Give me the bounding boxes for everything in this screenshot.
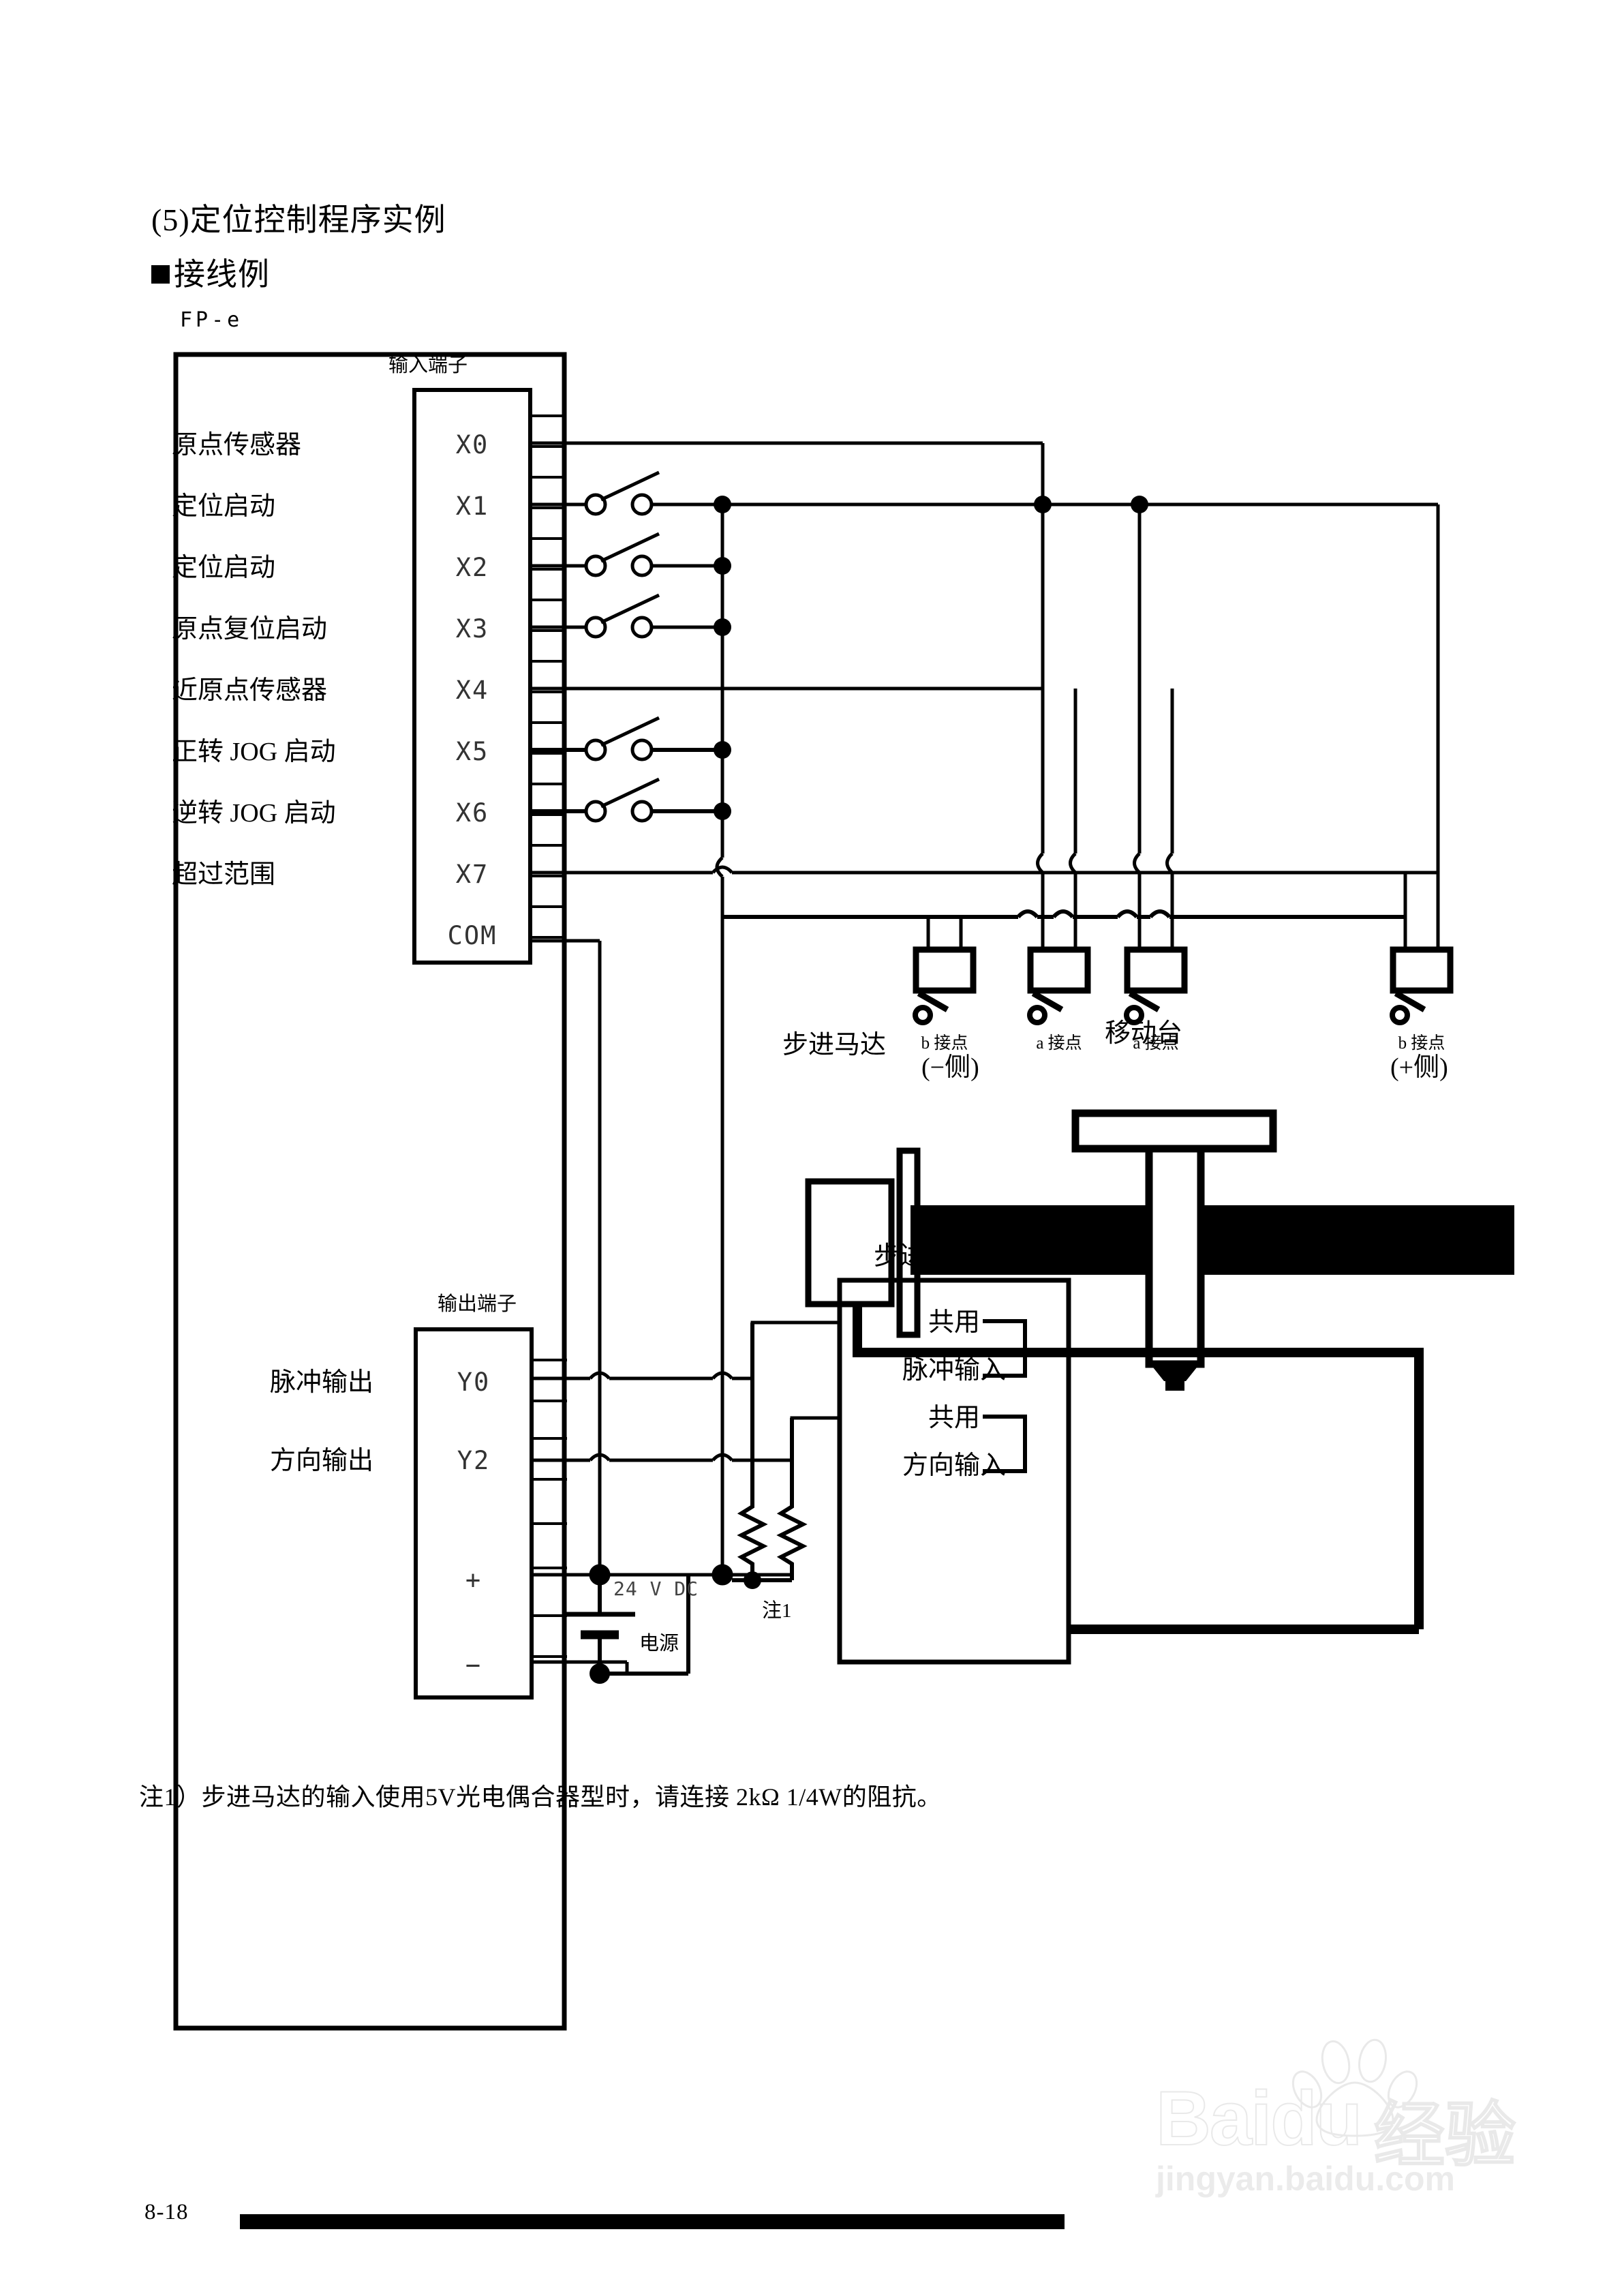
output-function-label-0: 脉冲输出: [270, 1368, 373, 1397]
input-function-label-1: 定位启动: [172, 492, 275, 521]
limit-switch-0: [915, 950, 973, 1023]
limit-switch-2: [1127, 950, 1184, 1023]
device-model-label: FP-e: [180, 308, 243, 332]
subsection-heading-label: 接线例: [174, 257, 270, 292]
input-terminal-com: COM: [448, 921, 498, 950]
input-terminal-block-title: 输入端子: [388, 354, 468, 376]
switch-x1: [586, 472, 659, 514]
input-terminal-x7: X7: [456, 860, 489, 889]
input-function-label-4: 近原点传感器: [172, 676, 327, 705]
moving-table-label: 移动台: [1105, 1019, 1182, 1048]
input-terminal-block: [412, 388, 532, 965]
driver-terminal-label-2: 共用: [928, 1404, 980, 1432]
input-function-label-6: 逆转 JOG 启动: [172, 799, 336, 828]
limit-switch-label-2: a 接点: [1133, 1033, 1178, 1053]
subsection-heading: 接线例: [151, 250, 270, 294]
output-function-label-1: 方向输出: [270, 1447, 373, 1475]
output-terminal-plus: +: [465, 1565, 482, 1595]
input-wires: [530, 441, 1438, 1575]
driver-title: 步进马达驱动器: [874, 1242, 1055, 1271]
input-terminal-x0: X0: [456, 430, 489, 459]
limit-switch-label-1: a 接点: [1036, 1033, 1082, 1053]
driver-terminal-label-3: 方向输入: [902, 1451, 1006, 1480]
resistor-note-label: 注1: [762, 1599, 792, 1622]
series-resistors: [732, 1378, 803, 1589]
output-terminal-y2: Y2: [457, 1446, 491, 1475]
section-heading: (5)定位控制程序实例: [151, 202, 446, 237]
limit-switch-label-0: b 接点: [921, 1033, 968, 1053]
power-supply-label: 电源: [639, 1632, 679, 1655]
switch-x2: [586, 534, 659, 575]
footer-rule: [240, 2214, 1065, 2229]
output-wires: [532, 1320, 840, 1674]
input-terminal-pins: [530, 414, 564, 939]
plc-body-outline: [173, 352, 567, 2031]
input-function-label-7: 超过范围: [172, 860, 275, 889]
input-function-label-0: 原点传感器: [172, 431, 301, 459]
driver-box: [837, 1278, 1071, 1665]
limit-switch-1: [1030, 950, 1088, 1023]
input-function-label-3: 原点复位启动: [172, 615, 327, 644]
input-function-label-2: 定位启动: [172, 554, 275, 582]
input-terminal-x5: X5: [456, 737, 489, 766]
stepper-motor-label: 步进马达: [782, 1031, 886, 1059]
output-terminal-block: [414, 1327, 534, 1700]
switch-common-bus: [714, 496, 731, 1575]
driver-internal-brackets: [983, 1319, 1027, 1473]
input-terminal-x1: X1: [456, 492, 489, 521]
bullet-square-icon: [151, 265, 170, 284]
output-terminal-block-title: 输出端子: [438, 1293, 517, 1315]
plus-side-label: (+侧): [1390, 1053, 1448, 1082]
mechanical-assembly: [805, 1109, 1514, 1629]
page-number: 8-18: [144, 2200, 189, 2224]
input-function-label-5: 正转 JOG 启动: [172, 738, 336, 766]
switch-x5: [586, 718, 659, 759]
limit-switch-label-3: b 接点: [1398, 1033, 1445, 1053]
switch-x3: [586, 595, 659, 637]
switch-x6: [586, 779, 659, 821]
minus-side-label: (−侧): [921, 1053, 979, 1082]
wire-junction-dots: [1034, 496, 1148, 513]
output-terminal-pins: [532, 1359, 567, 1658]
input-terminal-x3: X3: [456, 614, 489, 644]
output-terminal-y0: Y0: [457, 1368, 491, 1397]
input-terminal-x2: X2: [456, 553, 489, 582]
driver-terminal-label-1: 脉冲输入: [902, 1356, 1006, 1385]
power-supply-voltage: 24 V DC: [613, 1577, 699, 1600]
limit-switch-3: [1392, 950, 1450, 1023]
power-supply-symbol: [564, 1575, 690, 1684]
input-terminal-x6: X6: [456, 798, 489, 828]
input-terminal-x4: X4: [456, 676, 489, 705]
com-rail: [722, 909, 1405, 919]
driver-input-bridges: [750, 1323, 794, 1460]
output-terminal-minus: −: [465, 1650, 482, 1680]
footnote-text: 注1）步进马达的输入使用5V光电偶合器型时，请连接 2kΩ 1/4W的阻抗。: [139, 1783, 942, 1811]
driver-terminal-label-0: 共用: [928, 1308, 980, 1337]
